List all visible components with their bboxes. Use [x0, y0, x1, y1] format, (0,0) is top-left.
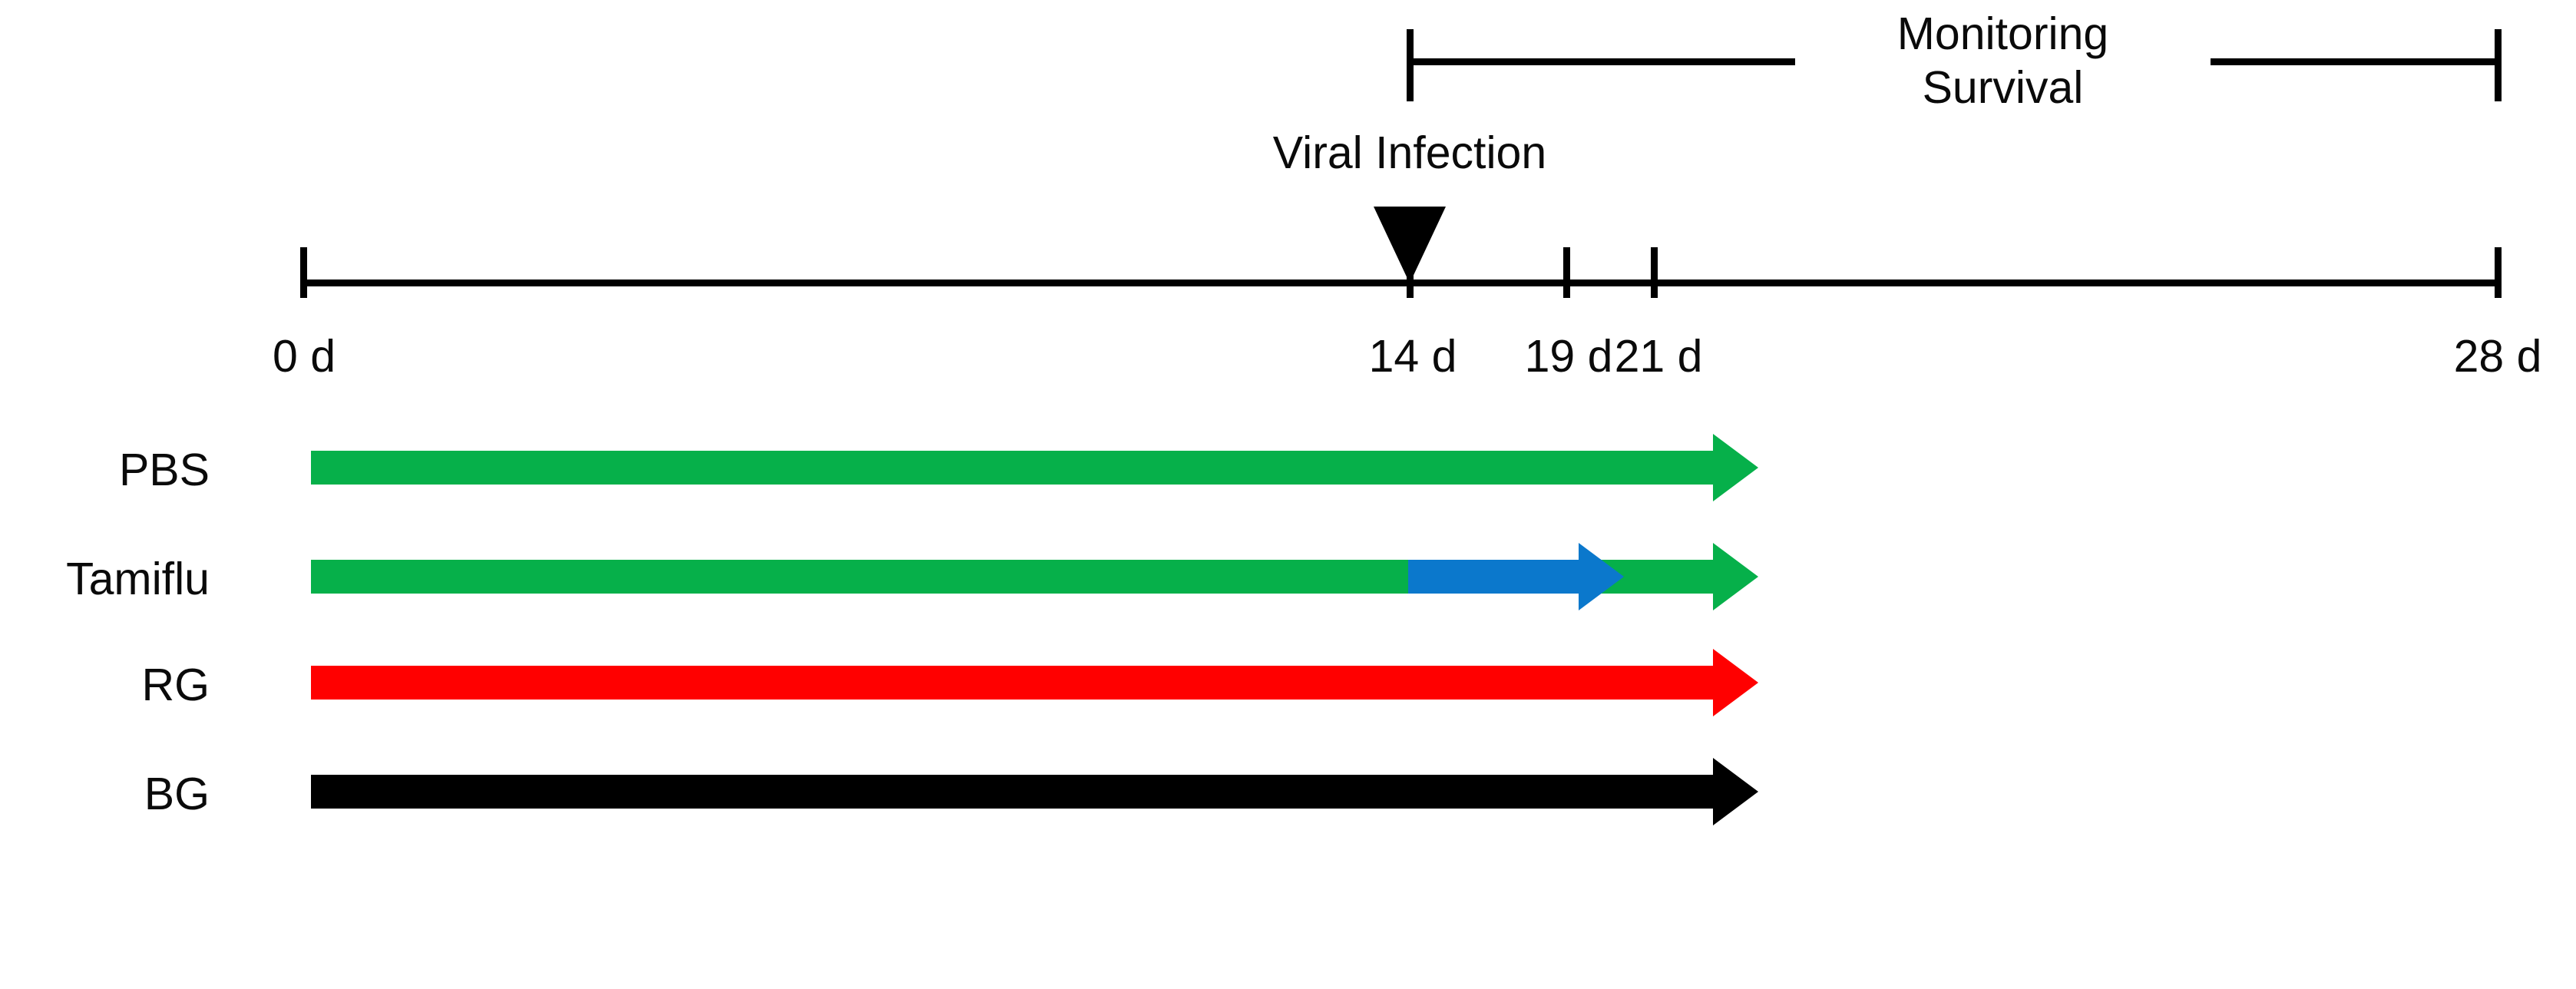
bracket-tick-end: [2495, 29, 2502, 101]
bar-tamiflu-green-arrowhead: [1713, 543, 1758, 610]
axis-tick-0d: [300, 247, 307, 298]
monitoring-survival-label: Monitoring Survival: [1896, 8, 2109, 113]
bar-bg-black-shaft: [311, 775, 1713, 809]
bar-bg-black-arrowhead: [1713, 758, 1758, 825]
bar-rg-red-arrowhead: [1713, 649, 1758, 716]
axis-tick-21d: [1651, 247, 1658, 298]
bar-tamiflu-blue-arrowhead: [1579, 543, 1624, 610]
row-label-pbs: PBS: [118, 445, 210, 495]
axis-label-0d: 0 d: [272, 331, 336, 382]
axis-tick-28d: [2495, 247, 2502, 298]
axis-label-21d: 21 d: [1614, 331, 1703, 382]
row-label-rg: RG: [141, 660, 210, 710]
axis-label-14d: 14 d: [1368, 331, 1457, 382]
bar-pbs-green-arrowhead: [1713, 434, 1758, 501]
bar-pbs-green-shaft: [311, 451, 1713, 485]
bar-tamiflu-blue-shaft: [1408, 560, 1579, 594]
bracket-line-left: [1407, 58, 1795, 65]
row-label-bg: BG: [144, 769, 210, 819]
bracket-tick-start: [1407, 29, 1414, 101]
axis-tick-14d: [1407, 247, 1414, 298]
axis-tick-19d: [1563, 247, 1570, 298]
row-label-tamiflu: Tamiflu: [66, 554, 210, 604]
bar-rg-red-shaft: [311, 666, 1713, 700]
axis-label-28d: 28 d: [2453, 331, 2542, 382]
axis-label-19d: 19 d: [1524, 331, 1613, 382]
axis-line: [303, 280, 2501, 286]
bracket-line-right: [2211, 58, 2501, 65]
viral-infection-label: Viral Infection: [1272, 127, 1547, 178]
